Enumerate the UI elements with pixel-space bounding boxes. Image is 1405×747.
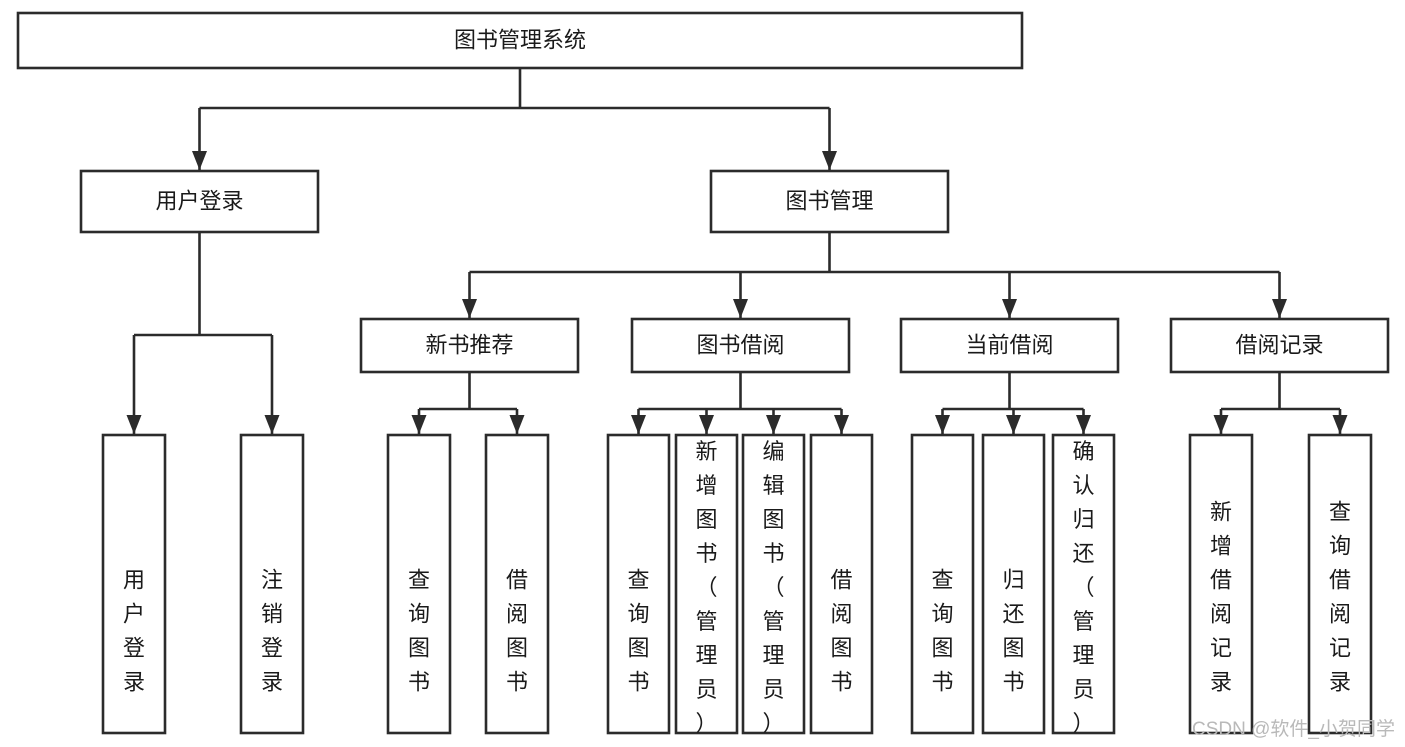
node-box: [16, 11, 1024, 70]
node-label: 借阅图书: [506, 568, 528, 695]
node-borrow-record[interactable]: 借阅记录: [1169, 317, 1390, 374]
node-label: 新书推荐: [425, 332, 513, 357]
node-box: [741, 433, 806, 735]
arrow-head-icon: [1006, 415, 1021, 434]
node-leaf-borrow-book-recommend[interactable]: 借阅图书: [484, 433, 550, 735]
arrow-head-icon: [509, 415, 525, 434]
node-box: [809, 433, 874, 735]
node-box: [899, 317, 1120, 374]
node-label: 用户登录: [123, 568, 145, 695]
node-root[interactable]: 图书管理系统: [16, 11, 1024, 70]
arrow-head-icon: [822, 151, 837, 170]
node-box: [981, 433, 1046, 735]
node-label: 当前借阅: [965, 332, 1053, 357]
node-label: 确认归还（管理员）: [1072, 439, 1094, 736]
node-box: [910, 433, 975, 735]
node-label: 查询图书: [408, 568, 430, 695]
node-box: [1307, 433, 1373, 735]
node-book-borrow[interactable]: 图书借阅: [630, 317, 851, 374]
node-leaf-confirm-return[interactable]: 确认归还（管理员）: [1051, 433, 1116, 736]
node-box: [709, 169, 950, 234]
arrow-head-icon: [192, 151, 207, 170]
node-label: 查询借阅记录: [1329, 500, 1351, 695]
arrow-head-icon: [1076, 415, 1091, 434]
arrow-head-icon: [699, 415, 714, 434]
node-label: 查询图书: [931, 568, 953, 695]
node-label: 查询图书: [627, 568, 649, 695]
arrow-head-icon: [1002, 299, 1017, 318]
node-leaf-add-book[interactable]: 新增图书（管理员）: [674, 433, 739, 736]
node-book-management[interactable]: 图书管理: [709, 169, 950, 234]
node-label: 注销登录: [261, 568, 283, 695]
node-leaf-return-book[interactable]: 归还图书: [981, 433, 1046, 735]
arrow-head-icon: [733, 299, 748, 318]
watermark-text: CSDN @软件_小贺同学: [1192, 719, 1395, 740]
arrow-head-icon: [462, 299, 477, 318]
node-label: 新增图书（管理员）: [695, 439, 717, 736]
node-label: 图书管理系统: [454, 27, 586, 52]
node-label: 用户登录: [155, 188, 243, 213]
node-box: [1188, 433, 1254, 735]
arrow-head-icon: [766, 415, 781, 434]
arrow-head-icon: [935, 415, 950, 434]
arrow-head-icon: [1332, 415, 1348, 434]
node-box: [1169, 317, 1390, 374]
node-box: [674, 433, 739, 735]
node-box: [101, 433, 167, 735]
connectors-layer: [126, 68, 1348, 434]
node-leaf-user-login[interactable]: 用户登录: [101, 433, 167, 735]
node-box: [239, 433, 305, 735]
node-label: 编辑图书（管理员）: [762, 439, 784, 736]
node-leaf-logout[interactable]: 注销登录: [239, 433, 305, 735]
node-new-book-recommend[interactable]: 新书推荐: [359, 317, 580, 374]
node-leaf-edit-book[interactable]: 编辑图书（管理员）: [741, 433, 806, 736]
node-user-login[interactable]: 用户登录: [79, 169, 320, 234]
node-box: [630, 317, 851, 374]
arrow-head-icon: [834, 415, 849, 434]
arrow-head-icon: [126, 415, 142, 434]
node-leaf-query-borrow-record[interactable]: 查询借阅记录: [1307, 433, 1373, 735]
node-label: 新增借阅记录: [1210, 500, 1232, 695]
node-box: [359, 317, 580, 374]
arrow-head-icon: [264, 415, 280, 434]
arrow-head-icon: [1213, 415, 1229, 434]
node-label: 图书借阅: [696, 332, 784, 357]
arrow-head-icon: [631, 415, 646, 434]
node-box: [386, 433, 452, 735]
node-current-borrow[interactable]: 当前借阅: [899, 317, 1120, 374]
node-leaf-query-book-recommend[interactable]: 查询图书: [386, 433, 452, 735]
nodes-layer: 图书管理系统用户登录图书管理新书推荐图书借阅当前借阅借阅记录用户登录注销登录查询…: [16, 11, 1390, 736]
arrow-head-icon: [411, 415, 427, 434]
node-label: 借阅记录: [1235, 332, 1323, 357]
node-label: 归还图书: [1002, 568, 1024, 695]
node-leaf-add-borrow-record[interactable]: 新增借阅记录: [1188, 433, 1254, 735]
node-leaf-query-book-current[interactable]: 查询图书: [910, 433, 975, 735]
node-label: 图书管理: [785, 188, 873, 213]
node-box: [1051, 433, 1116, 735]
node-box: [79, 169, 320, 234]
node-leaf-borrow-book[interactable]: 借阅图书: [809, 433, 874, 735]
node-box: [606, 433, 671, 735]
node-label: 借阅图书: [830, 568, 852, 695]
node-leaf-query-book-borrow[interactable]: 查询图书: [606, 433, 671, 735]
arrow-head-icon: [1272, 299, 1287, 318]
node-box: [484, 433, 550, 735]
